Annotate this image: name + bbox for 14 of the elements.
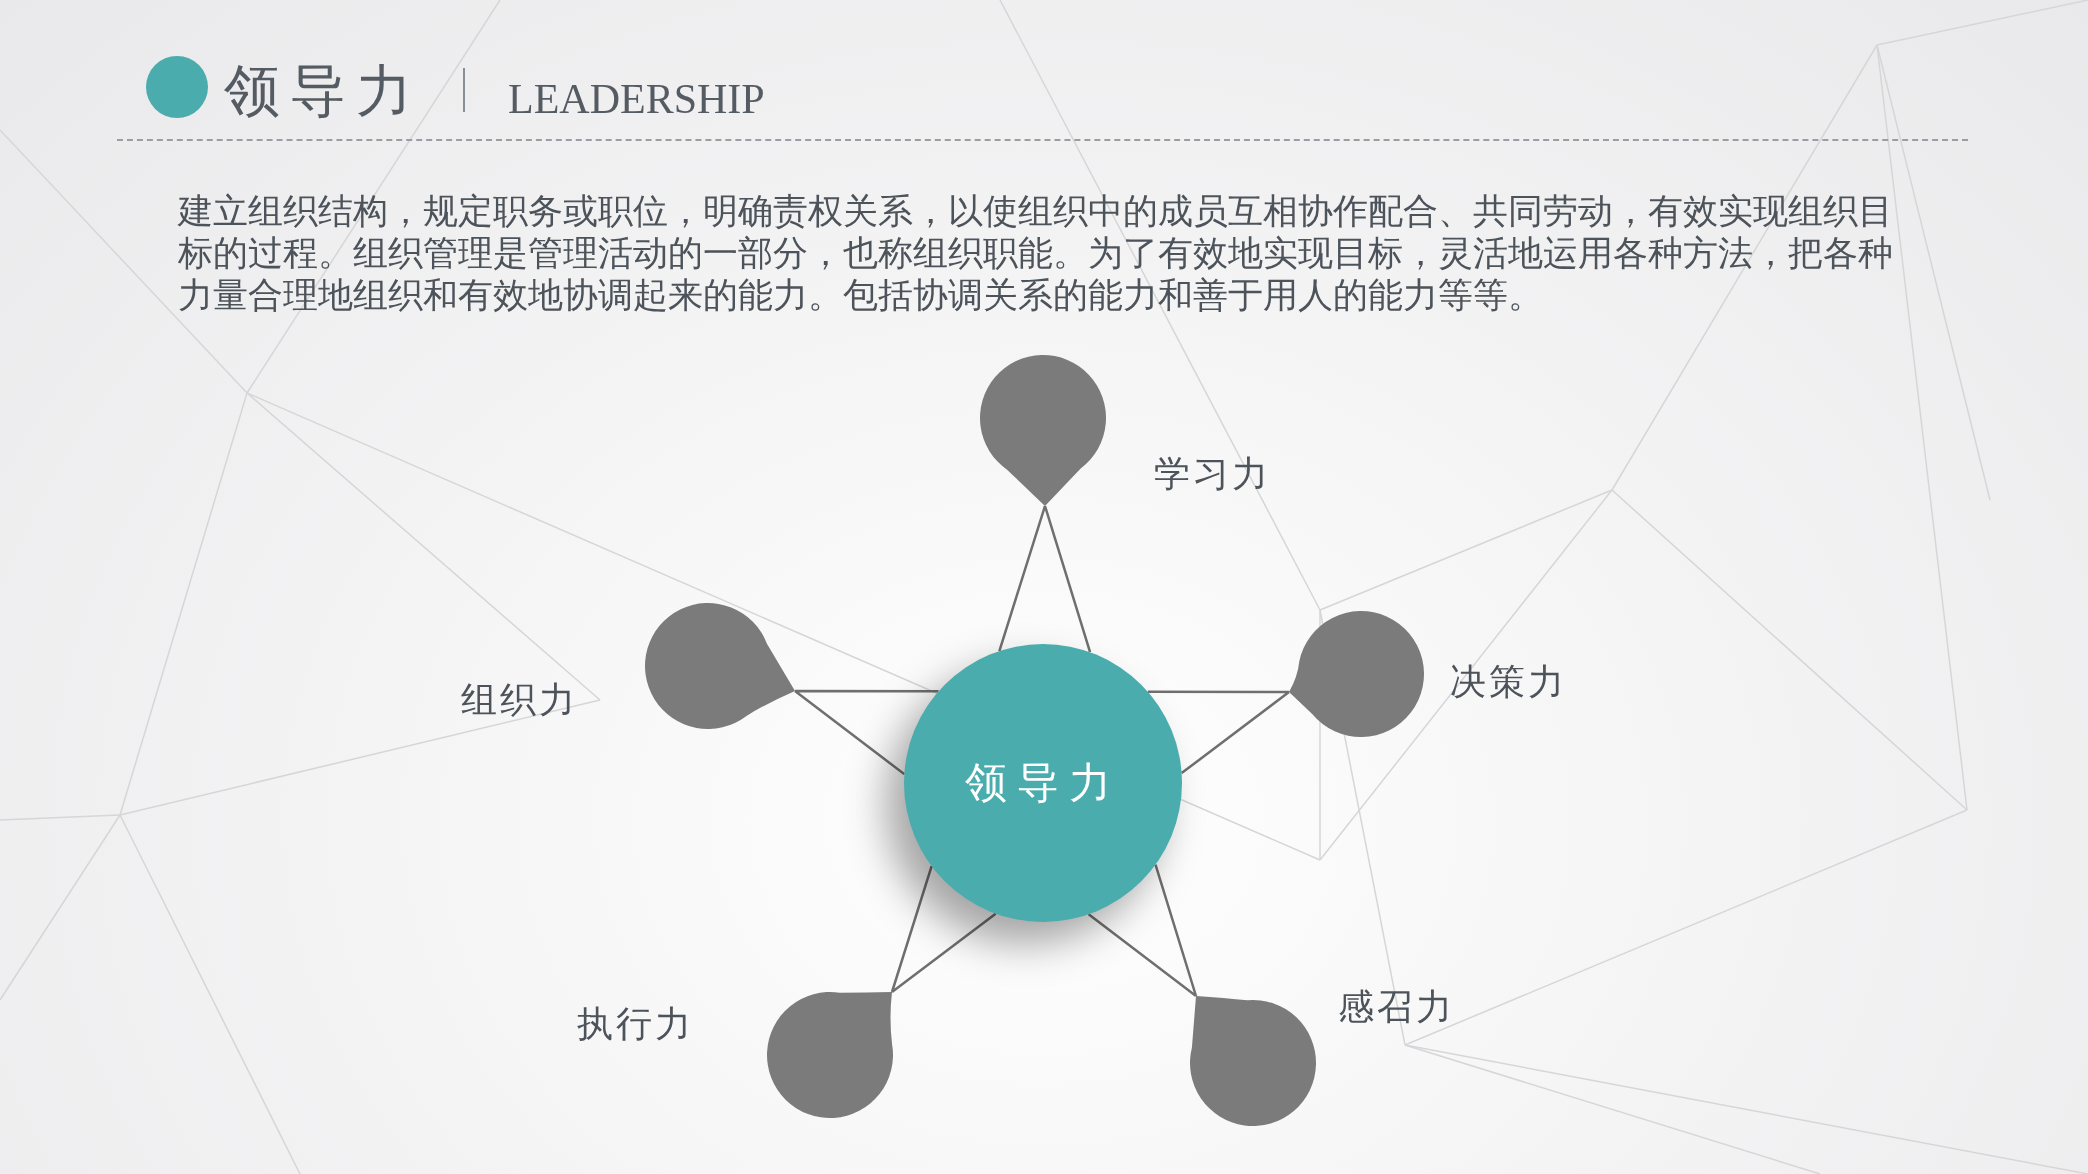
connector-line [793,689,940,776]
branch-label: 决策力 [1450,660,1567,704]
description-paragraph: 建立组织结构，规定职务或职位，明确责权关系，以使组织中的成员互相协作配合、共同劳动，有效实现组织目标的过程。组织管理是管理活动的一部分，也称组织职能。为了有效地实现目标，灵活地运用各种方法，把各种力量合理地组织和有效地协调起来的能力。包括协调关系的能力和善于用人的能力等等。 [178,190,1894,316]
center-label: 领导力 [965,757,1121,809]
branch-label: 学习力 [1154,452,1271,496]
branch-label: 组织力 [461,678,578,722]
branch-label: 执行力 [577,1002,694,1046]
branch-label: 感召力 [1338,985,1455,1029]
title: 领导力 [224,57,422,125]
subtitle: LEADERSHIP [508,75,765,124]
connector-line [1087,863,1198,998]
connector-line [1146,690,1291,775]
connector-line [998,504,1092,654]
connector-line [890,864,997,994]
